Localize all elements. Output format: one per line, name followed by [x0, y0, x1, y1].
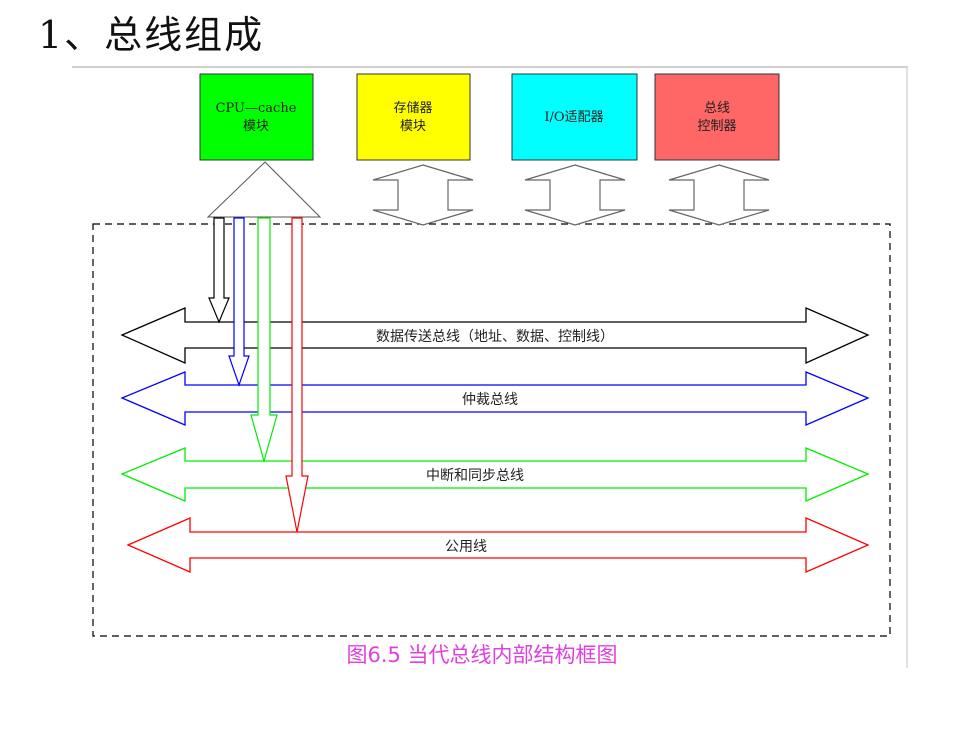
- module-controller-label-2: 控制器: [697, 119, 736, 134]
- figure-caption: 图6.5 当代总线内部结构框图: [346, 643, 617, 667]
- module-memory: 存储器 模块: [356, 73, 471, 161]
- module-controller-box: [654, 73, 780, 161]
- module-controller-label-1: 总线: [704, 101, 730, 116]
- cpu-to-common-bus-arrow: [285, 217, 309, 533]
- bus-arrow-common: [126, 517, 870, 573]
- memory-bus-double-arrow: [372, 164, 474, 226]
- bus-label-arbitration: 仲裁总线: [462, 392, 518, 408]
- module-bus-controller: 总线 控制器: [654, 73, 780, 161]
- module-cpu-label-2: 模块: [243, 119, 269, 134]
- cpu-to-interrupt-bus-arrow: [250, 217, 278, 464]
- cpu-to-data-bus-arrow: [208, 217, 230, 324]
- bus-label-common: 公用线: [445, 539, 487, 555]
- controller-bus-double-arrow: [668, 164, 770, 226]
- bus-arrow-arbitration: [120, 371, 870, 426]
- module-cpu-box: [199, 73, 314, 161]
- bus-arrow-interrupt-sync: [120, 447, 870, 502]
- cpu-to-arbitration-bus-arrow: [228, 217, 250, 387]
- io-bus-double-arrow: [524, 164, 626, 226]
- module-memory-label-2: 模块: [400, 119, 426, 134]
- module-io-adapter: I/O适配器: [511, 73, 638, 161]
- module-cpu-cache: CPU—cache 模块: [199, 73, 314, 161]
- bus-arrow-data-transfer: [120, 307, 870, 365]
- module-memory-label-1: 存储器: [393, 101, 432, 116]
- module-io-box: [511, 73, 638, 161]
- bus-label-interrupt-sync: 中断和同步总线: [426, 468, 524, 484]
- cpu-fanout-triangle: [206, 161, 322, 218]
- module-io-label: I/O适配器: [544, 110, 603, 125]
- bus-label-data-transfer: 数据传送总线（地址、数据、控制线）: [376, 329, 614, 345]
- module-memory-box: [356, 73, 471, 161]
- module-cpu-label-1: CPU—cache: [216, 101, 297, 116]
- bus-enclosure: [92, 223, 891, 637]
- section-heading: 1、总线组成: [38, 13, 265, 57]
